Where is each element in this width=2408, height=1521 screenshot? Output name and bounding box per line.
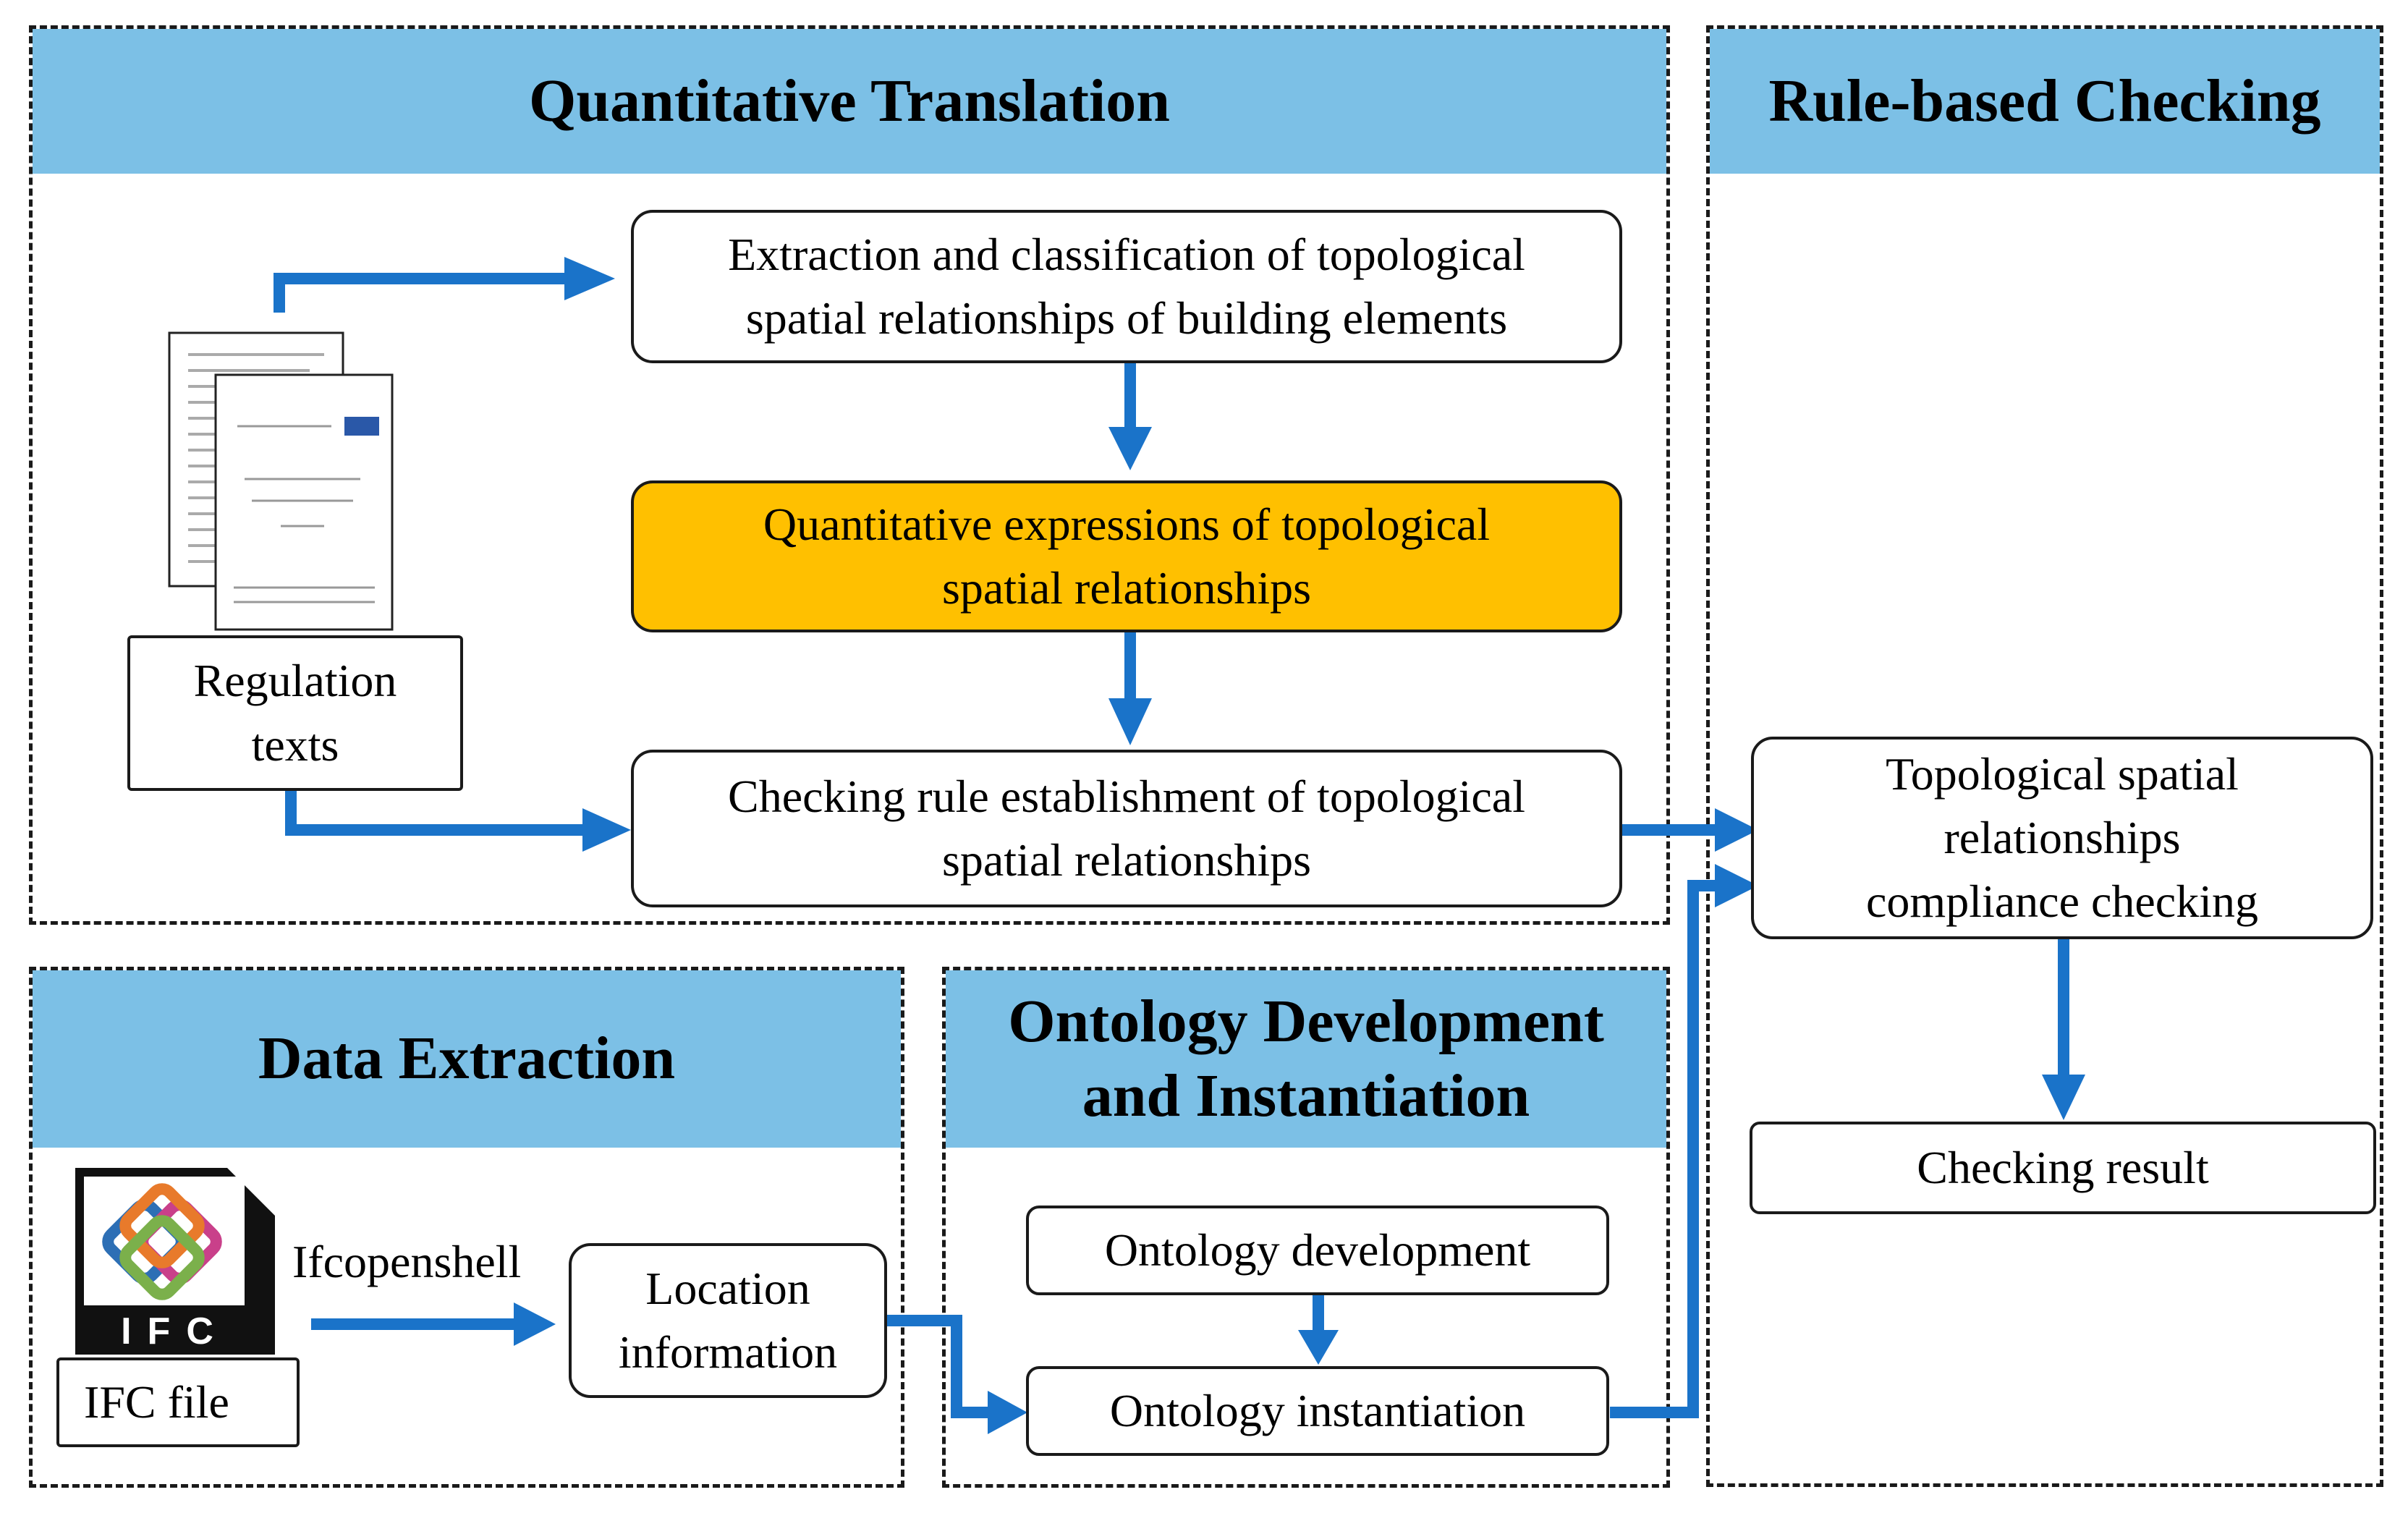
extraction-line-1: Extraction and classification of topolog…	[728, 228, 1525, 280]
compliance-line-1: Topological spatial	[1886, 747, 2239, 800]
regulation-line-1: Regulation	[193, 655, 397, 707]
expressions-line-2: spatial relationships	[941, 562, 1312, 614]
compliance-checking-box: Topological spatial relationships compli…	[1751, 737, 2373, 939]
quantitative-expressions-box: Quantitative expressions of topological …	[631, 480, 1622, 632]
checking-rule-line-1: Checking rule establishment of topologic…	[728, 770, 1525, 822]
checking-rule-line-2: spatial relationships	[941, 834, 1312, 886]
expressions-line-1: Quantitative expressions of topological	[763, 498, 1491, 550]
data-extraction-title: Data Extraction	[33, 970, 901, 1148]
rule-based-checking-title: Rule-based Checking	[1710, 29, 2380, 174]
arrowhead-expressions	[1108, 427, 1152, 470]
arrowhead-result	[2042, 1075, 2085, 1120]
ontology-title-line-2: and Instantiation	[1082, 1062, 1530, 1130]
checking-rule-box: Checking rule establishment of topologic…	[631, 750, 1622, 907]
ifc-file-icon: IFC	[75, 1168, 275, 1355]
arrowhead-development	[1298, 1330, 1339, 1365]
ifcopenshell-label: Ifcopenshell	[292, 1236, 522, 1287]
ontology-title-line-1: Ontology Development	[1008, 988, 1604, 1056]
regulation-texts-box: Regulation texts	[127, 635, 463, 791]
ontology-instantiation-box: Ontology instantiation	[1026, 1366, 1609, 1456]
arrowhead-rule	[1108, 698, 1152, 745]
arrowhead-extraction	[564, 257, 615, 300]
arrowhead-compliance-lower	[1715, 864, 1758, 907]
arrowhead-location	[514, 1302, 556, 1346]
quantitative-translation-title: Quantitative Translation	[33, 29, 1666, 174]
arrow-instantiation-to-compliance	[1610, 880, 1718, 1418]
ifc-logo-text: IFC	[121, 1310, 229, 1352]
ontology-panel	[942, 967, 1670, 1488]
arrow-location-to-instantiation	[887, 1315, 991, 1418]
ontology-title: Ontology Development and Instantiation	[946, 970, 1666, 1148]
arrowhead-compliance-upper	[1715, 808, 1758, 852]
ontology-development-box: Ontology development	[1026, 1206, 1609, 1295]
location-information-box: Location information	[569, 1243, 887, 1398]
compliance-line-3: compliance checking	[1866, 876, 2258, 928]
extraction-classification-box: Extraction and classification of topolog…	[631, 210, 1622, 363]
document-stack-icon	[168, 331, 394, 631]
location-line-2: information	[618, 1326, 838, 1378]
compliance-line-2: relationships	[1943, 811, 2181, 863]
arrowhead-instantiation	[988, 1391, 1027, 1434]
ifc-file-box: IFC file	[56, 1357, 300, 1447]
regulation-line-2: texts	[251, 719, 339, 771]
extraction-line-2: spatial relationships of building elemen…	[745, 292, 1508, 344]
location-line-1: Location	[645, 1262, 810, 1314]
rule-based-checking-panel	[1706, 25, 2383, 1487]
arrow-texts-to-rule	[285, 790, 593, 836]
data-extraction-panel	[29, 967, 904, 1488]
arrow-docs-to-extraction	[274, 273, 575, 313]
checking-result-box: Checking result	[1750, 1122, 2376, 1214]
arrowhead-rule-left	[582, 808, 631, 852]
quantitative-translation-panel	[29, 25, 1670, 925]
